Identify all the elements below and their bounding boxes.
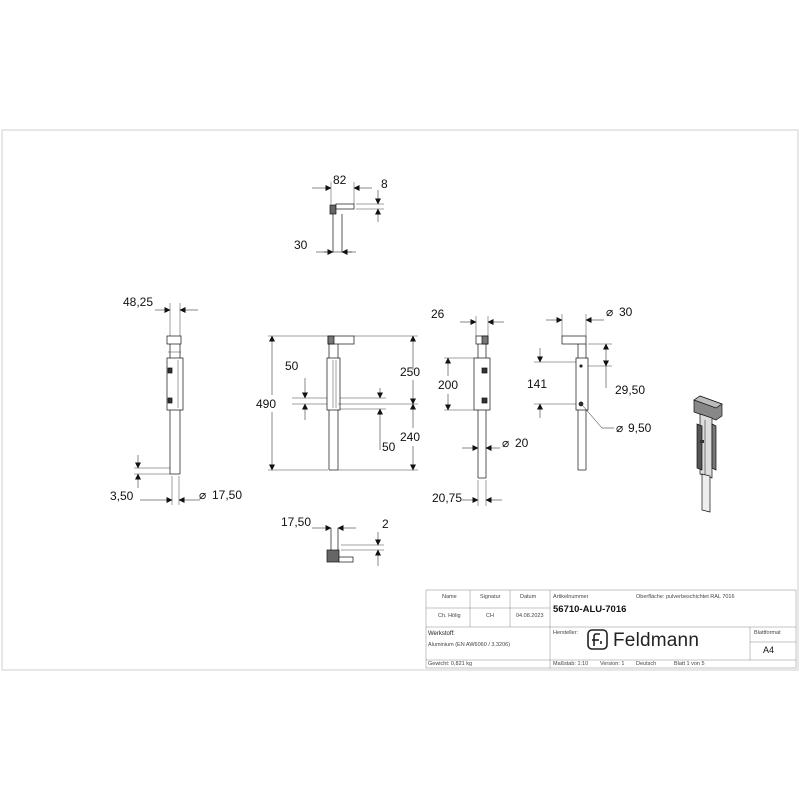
- dim-left-diameter: 17,50: [212, 488, 242, 502]
- tb-sheet-format-label: Blattformat: [754, 630, 781, 636]
- feldmann-logo-icon: [587, 629, 608, 650]
- tb-manufacturer-label: Hersteller:: [553, 630, 579, 636]
- tb-material-value: Aluminium (EN AW6060 / 3.3206): [428, 642, 511, 648]
- front-view: [268, 335, 418, 471]
- dim-bottom-width: 17,50: [281, 515, 311, 529]
- dim-top-width: 82: [333, 173, 347, 187]
- dim-slot-width-upper: 50: [285, 359, 299, 373]
- top-view: [312, 182, 384, 255]
- tb-author-signature: CH: [486, 613, 494, 619]
- tb-author-name: Ch. Hölig: [438, 613, 461, 619]
- right-view: [534, 314, 614, 471]
- dim-left-diameter-symbol: ⌀: [199, 488, 206, 502]
- tb-sheet-format-value: A4: [763, 645, 775, 655]
- dim-lower-length: 240: [400, 430, 420, 444]
- tb-surface: Oberfläche: pulverbeschichtet RAL 7016: [636, 594, 735, 600]
- dim-upper-length: 250: [400, 365, 420, 379]
- tb-version: Version: 1: [600, 661, 625, 667]
- dim-hole-diameter-symbol: ⌀: [616, 421, 623, 435]
- dim-head-offset: 29,50: [615, 383, 645, 397]
- tb-header-name: Name: [442, 594, 457, 600]
- dim-cap-width: 26: [431, 307, 445, 321]
- tb-scale: Maßstab: 1:10: [553, 661, 589, 667]
- section-view: [444, 316, 504, 506]
- dim-left-offset: 48,25: [123, 295, 153, 309]
- dim-guide-pos: 141: [527, 377, 547, 391]
- dim-bolt-offset: 20,75: [432, 491, 462, 505]
- tb-weight: Gewicht: 0,821 kg: [428, 661, 473, 667]
- dim-head-diameter: 30: [619, 305, 633, 319]
- tb-header-article: Artikelnummer: [553, 594, 589, 600]
- bottom-view: [312, 525, 384, 566]
- tb-article-number: 56710-ALU-7016: [553, 604, 627, 615]
- title-block-frame: [425, 589, 797, 669]
- dim-left-step: 3,50: [110, 489, 134, 503]
- dim-slot-width-lower: 50: [382, 440, 396, 454]
- dim-bolt-diameter: 20: [515, 436, 529, 450]
- dim-bolt-diameter-symbol: ⌀: [502, 436, 509, 450]
- tb-sheet-count: Blatt 1 von 5: [674, 661, 705, 667]
- tb-language: Deutsch: [636, 661, 657, 667]
- dim-top-depth: 30: [294, 238, 308, 252]
- company-logo-text: Feldmann: [613, 630, 700, 651]
- dim-top-thickness: 8: [381, 177, 388, 191]
- dim-bottom-thickness: 2: [382, 517, 389, 531]
- dim-total-length: 490: [256, 397, 276, 411]
- left-side-view: [134, 303, 200, 505]
- tb-header-signature: Signatur: [480, 594, 501, 600]
- dim-head-diameter-symbol: ⌀: [606, 305, 613, 319]
- dim-hole-diameter: 9,50: [628, 421, 652, 435]
- dim-guide-length: 200: [438, 378, 458, 392]
- tb-date-value: 04.08.2023: [516, 613, 544, 619]
- sheet-border: [1, 129, 799, 671]
- tb-material-label: Werkstoff:: [428, 631, 455, 637]
- isometric-view: [693, 395, 723, 513]
- tb-header-date: Datum: [520, 594, 537, 600]
